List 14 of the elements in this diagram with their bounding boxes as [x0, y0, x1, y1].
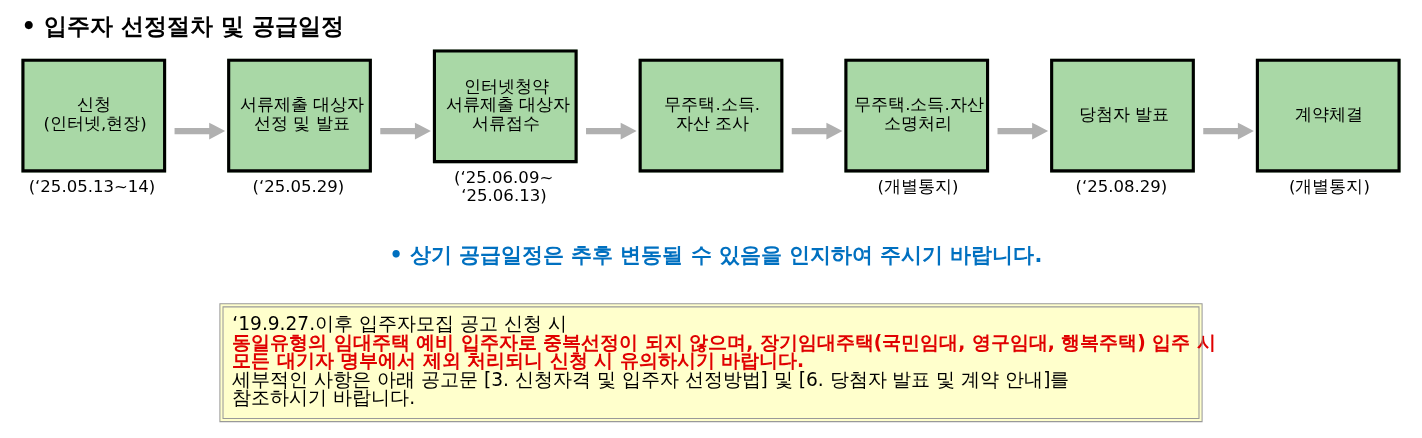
node-label: (개별통지): [1288, 176, 1370, 196]
arrow: [791, 122, 843, 140]
label: ‘19.9.27.이후 입주자모집 공고 신청 시 동일유형의 임대주택 예비 입주자로 중복선정이 되지 않으며, 장기임대주택(국민임대, 영구임대, 행복주택) 입주 시 모든 대기자 명부에서 제외 처리되니 신청 시 유의하시기 바랍니다. 세부적인 사항은 아래 공고문 [3. 신청자격 및 입주자 선정방법] 및 [6. 당첨자 발표 및 계약 안내]를 참조하시기 바랍니다.: [232, 313, 1216, 409]
arrow: [380, 122, 431, 140]
label: • 상기 공급일정은 추후 변동될 수 있음을 인지하여 주시기 바랍니다.: [389, 243, 1043, 268]
arrow: [1203, 122, 1254, 140]
node-label: (‘25.05.29): [252, 176, 345, 196]
node-label: (‘25.06.09~ ‘25.06.13): [454, 167, 554, 206]
arrow: [174, 122, 226, 140]
diagram-title: • 입주자 선정절차 및 공급일정: [21, 12, 344, 39]
arrow: [997, 122, 1049, 140]
node-label: (개별통지): [877, 176, 959, 196]
node-label: (‘25.08.29): [1075, 176, 1168, 196]
node-label: (‘25.05.13~14): [28, 176, 156, 196]
